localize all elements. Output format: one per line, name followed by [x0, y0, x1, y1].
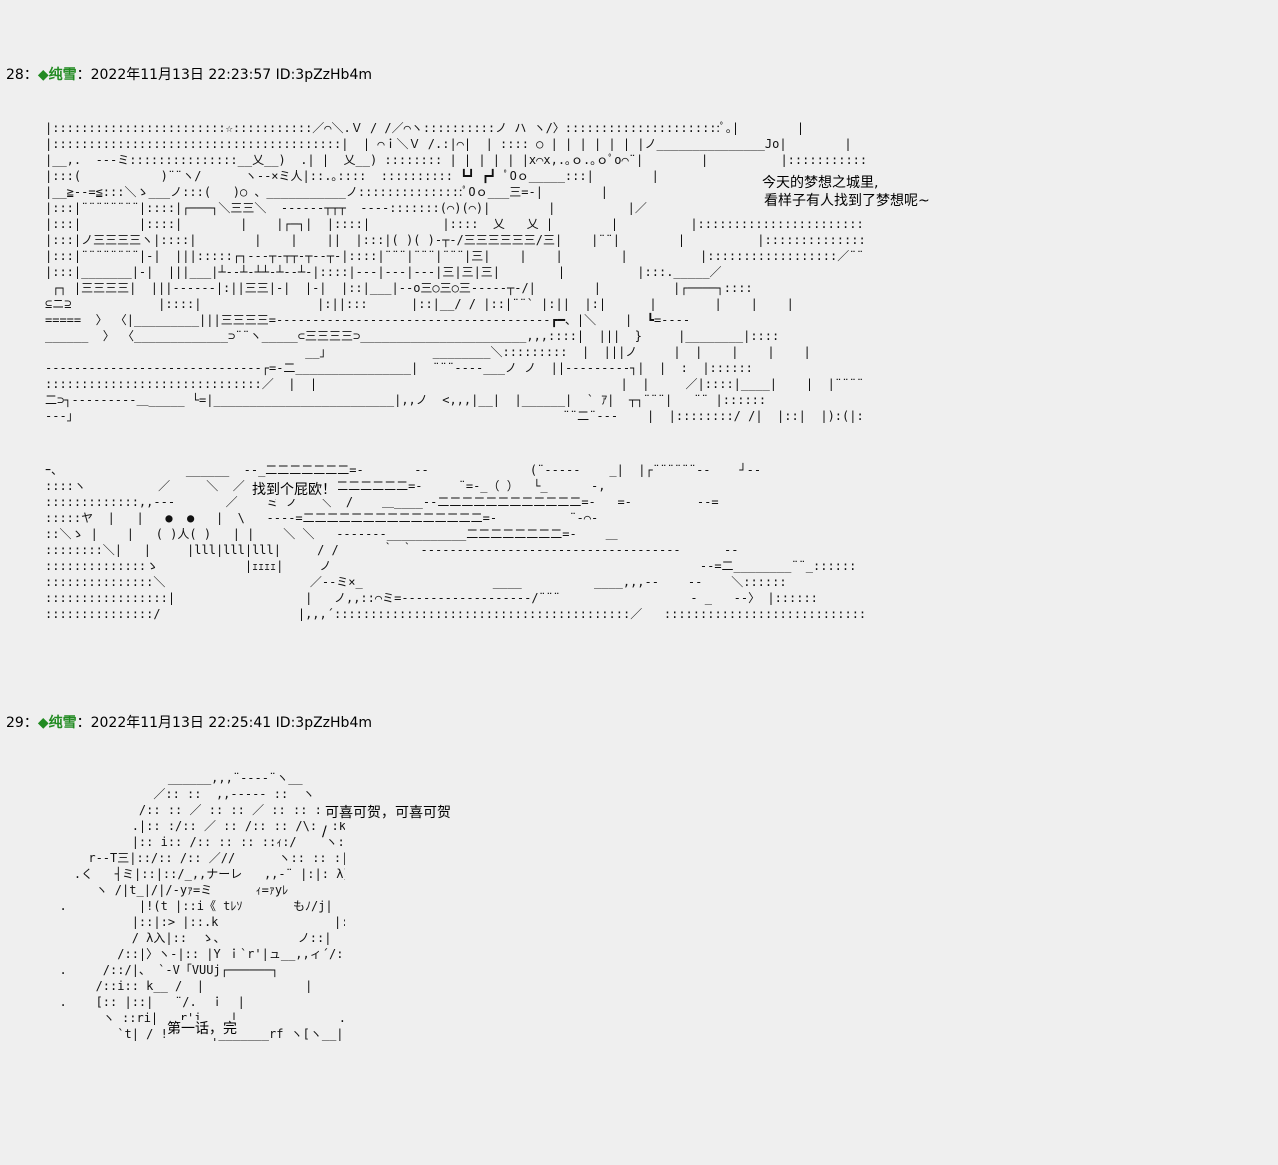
speech-text: 看样子有人找到了梦想呢~ — [762, 192, 932, 210]
post-number[interactable]: 29 — [6, 715, 24, 731]
post-separator: ： — [76, 67, 91, 83]
post-header: 29：◆纯雪：2022年11月13日 22:25:41 ID:3pZzHb4m — [6, 714, 372, 732]
speech-text: 找到个屁欧！ — [250, 481, 338, 499]
post-time: 22:23:57 — [208, 67, 272, 83]
ascii-art: |::::::::::::::::::::::::☆:::::::::::／⌒＼… — [45, 121, 865, 423]
post-date: 2022年11月13日 — [90, 715, 204, 731]
poster-name: ◆纯雪 — [37, 67, 77, 83]
box-text: 第一话，完 — [165, 1020, 239, 1038]
post-time: 22:25:41 — [208, 715, 272, 731]
post-number[interactable]: 28 — [6, 67, 24, 83]
poster-name: ◆纯雪 — [37, 715, 77, 731]
post-separator: ： — [23, 715, 38, 731]
post-separator: ： — [23, 67, 38, 83]
speech-text: 可喜可贺，可喜可贺 — [323, 804, 453, 822]
ascii-art-lower: ｰ、 ______ ‐‐_二二二二二二二=‐ ‐‐ (¨‐‐‐‐‐ _| |┌¨… — [45, 463, 865, 621]
poster-id[interactable]: ID:3pZzHb4m — [275, 67, 372, 83]
post-date: 2022年11月13日 — [90, 67, 204, 83]
poster-id[interactable]: ID:3pZzHb4m — [275, 715, 372, 731]
post-separator: ： — [76, 715, 91, 731]
ascii-art: ______,,,¨‐‐‐‐¨ヽ__ ／:: :: ,,‐‐‐‐- :: ヽ /… — [59, 771, 345, 1041]
speech-text: / — [320, 823, 329, 841]
post-header: 28：◆纯雪：2022年11月13日 22:23:57 ID:3pZzHb4m — [6, 66, 372, 84]
speech-text: 今天的梦想之城里, — [760, 174, 881, 192]
